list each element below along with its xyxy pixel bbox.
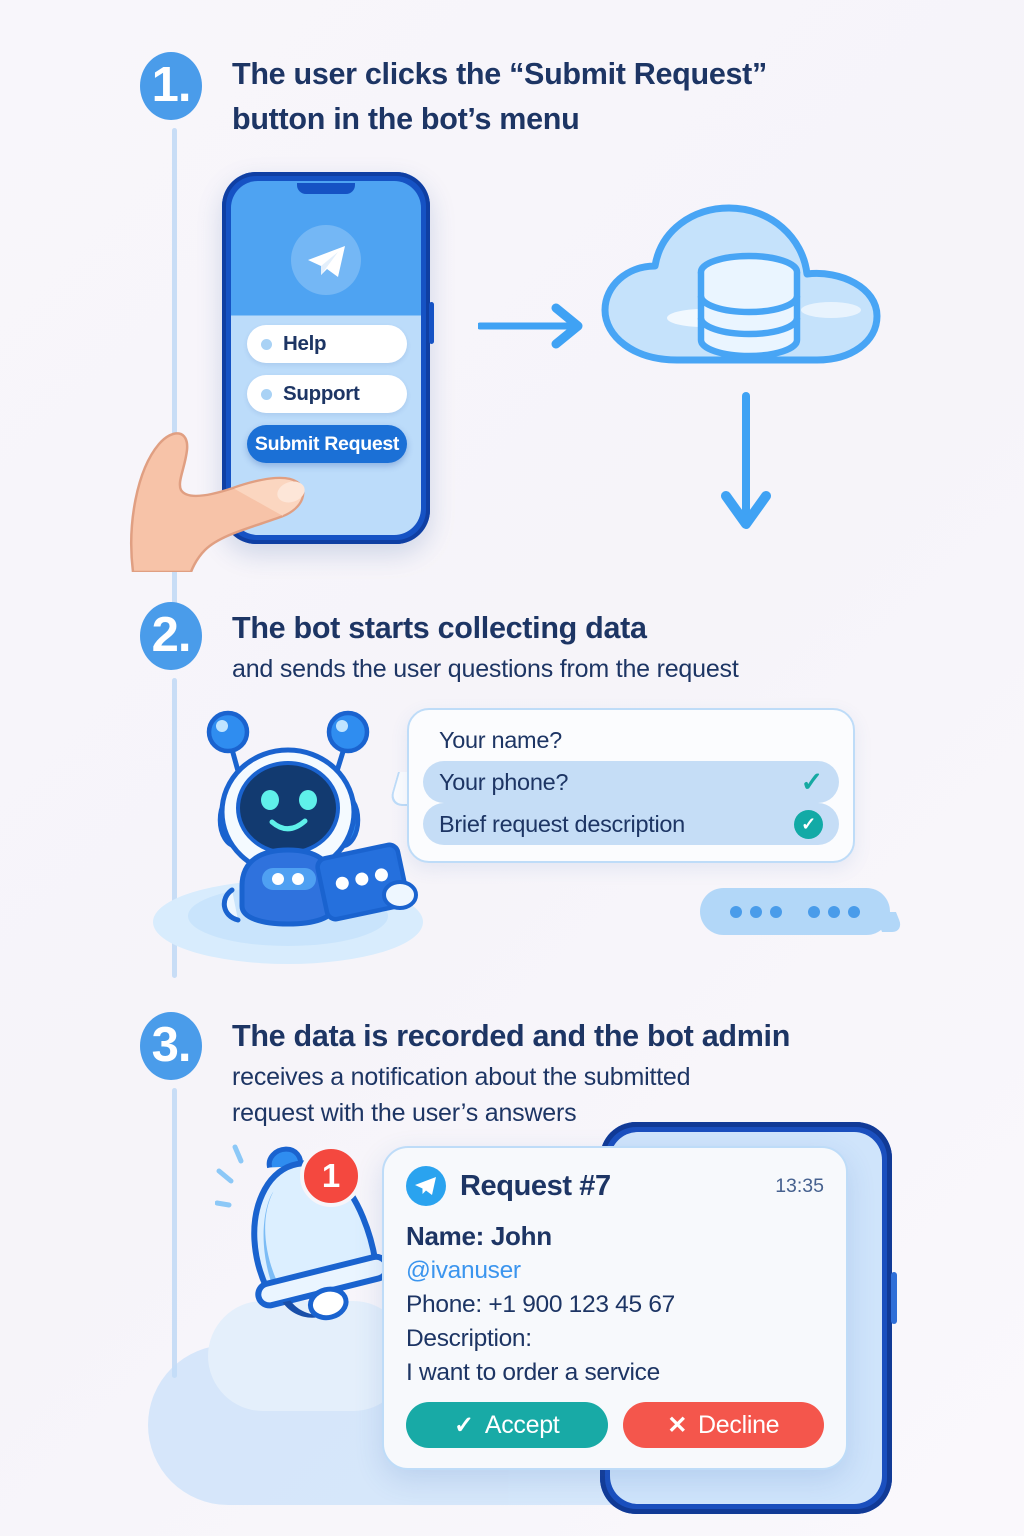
menu-item-submit-request-label: Submit Request	[254, 432, 400, 455]
question-row-description: Brief request description ✓	[423, 803, 839, 845]
menu-item-help[interactable]: Help	[247, 325, 407, 363]
notification-badge: 1	[300, 1145, 362, 1207]
step-1-heading: The user clicks the “Submit Request” but…	[232, 52, 932, 142]
arrow-down-icon	[721, 392, 771, 529]
menu-item-support[interactable]: Support	[247, 375, 407, 413]
check-circle-icon: ✓	[794, 809, 823, 839]
question-label: Brief request description	[439, 810, 685, 837]
phone-notch	[297, 183, 355, 194]
notification-phone: Phone: +1 900 123 45 67	[406, 1291, 675, 1319]
notification-name: Name: John	[406, 1221, 552, 1251]
robot-icon	[153, 710, 423, 964]
accept-button[interactable]: ✓ Accept	[406, 1402, 608, 1449]
step-1-heading-line-1: The user clicks the “Submit Request”	[232, 57, 767, 91]
step-2-heading: The bot starts collecting data and sends…	[232, 606, 932, 687]
bullet-icon	[261, 388, 272, 400]
question-row-phone: Your phone? ✓	[423, 761, 839, 803]
phone-side-button	[429, 302, 434, 344]
question-row-name: Your name?	[423, 719, 839, 761]
notification-description-value: I want to order a service	[406, 1359, 660, 1387]
accept-button-label: Accept	[484, 1410, 560, 1439]
step-3-heading-bold: The data is recorded and the bot admin	[232, 1019, 791, 1053]
notification-card: Request #7 13:35 Name: John @ivanuser Ph…	[382, 1146, 848, 1470]
step-2-connector-line	[172, 678, 177, 978]
hand-illustration	[130, 432, 305, 572]
notification-title: Request #7	[460, 1169, 611, 1202]
step-1-connector-line	[172, 128, 177, 628]
typing-indicator-bubble	[700, 888, 905, 935]
notification-card-header: Request #7 13:35	[406, 1166, 824, 1206]
bullet-icon	[261, 338, 272, 350]
step-3-heading-sub-line-1: receives a notification about the submit…	[232, 1063, 691, 1092]
typing-dots	[730, 905, 860, 918]
menu-item-submit-request[interactable]: Submit Request	[247, 425, 407, 463]
phone-screen: Help Support Submit Request	[231, 181, 421, 535]
question-label: Your phone?	[439, 768, 569, 795]
step-1-number: 1.	[140, 52, 202, 120]
step-3-connector-line	[172, 1088, 177, 1378]
decline-button-label: Decline	[698, 1410, 780, 1439]
step-3-number: 3.	[140, 1012, 202, 1080]
notification-actions: ✓ Accept ✕ Decline	[406, 1402, 824, 1449]
cloud-database-icon	[601, 204, 881, 364]
arrow-right-icon	[478, 303, 583, 349]
decline-button[interactable]: ✕ Decline	[622, 1402, 824, 1449]
close-icon: ✕	[667, 1411, 688, 1439]
notification-username[interactable]: @ivanuser	[406, 1257, 521, 1285]
notification-description-label: Description:	[406, 1325, 532, 1353]
step-2-heading-bold: The bot starts collecting data	[232, 611, 647, 645]
step-1-heading-line-2: button in the bot’s menu	[232, 102, 580, 137]
question-label: Your name?	[439, 726, 562, 753]
step-2-heading-sub: and sends the user questions from the re…	[232, 655, 739, 684]
telegram-icon	[291, 225, 361, 295]
bot-menu: Help Support Submit Request	[247, 325, 407, 475]
phone-side-button	[891, 1272, 897, 1324]
step-3-heading: The data is recorded and the bot admin r…	[232, 1014, 952, 1132]
menu-item-help-label: Help	[283, 332, 327, 355]
step-2-number: 2.	[140, 602, 202, 670]
check-icon: ✓	[454, 1411, 474, 1439]
check-icon: ✓	[800, 766, 824, 797]
typing-bubble-tail	[873, 912, 905, 932]
notification-time: 13:35	[775, 1174, 824, 1197]
step-3-heading-sub-line-2: request with the user’s answers	[232, 1099, 577, 1128]
telegram-icon	[406, 1166, 446, 1206]
menu-item-support-label: Support	[283, 382, 360, 405]
bot-questions-bubble: Your name? Your phone? ✓ Brief request d…	[407, 708, 855, 863]
